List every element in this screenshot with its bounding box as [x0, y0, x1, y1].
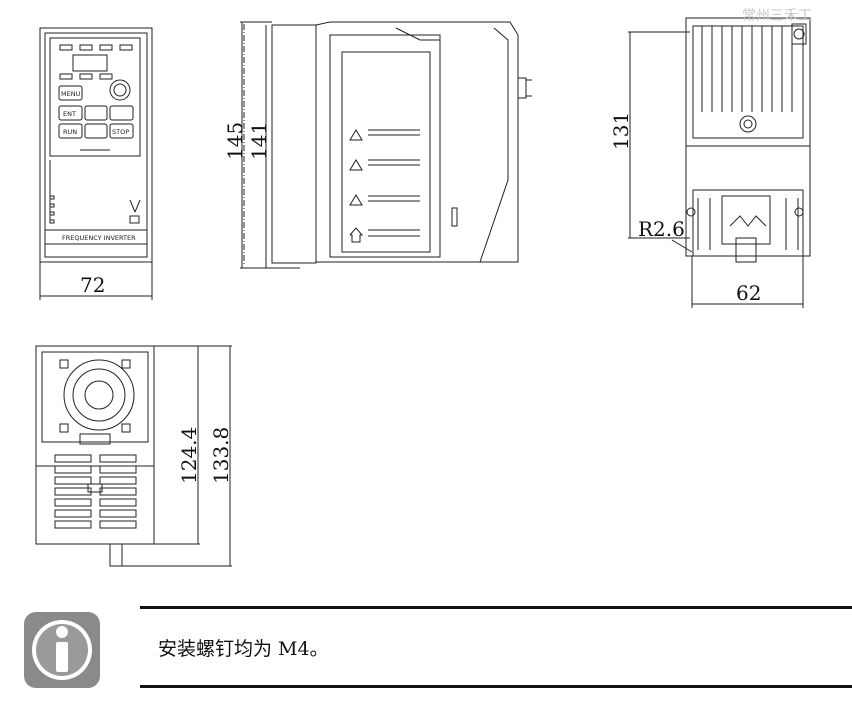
- ent-button-label: ENT: [63, 110, 76, 118]
- front-width-label: 72: [80, 273, 105, 297]
- bottom-view: [35, 345, 232, 567]
- footer-label: FREQUENCY INVERTER: [62, 234, 136, 242]
- note-top-rule: [140, 606, 852, 609]
- rear-width-label: 62: [736, 281, 761, 305]
- bottom-inner-height-label: 124.4: [177, 427, 201, 484]
- run-button-label: RUN: [63, 128, 77, 136]
- note-section: 安装螺钉均为 M4。: [0, 600, 852, 700]
- note-text: 安装螺钉均为 M4。: [158, 638, 329, 660]
- note-bottom-rule: [140, 685, 852, 688]
- info-icon: [24, 612, 100, 688]
- rear-radius-label: R2.6: [638, 217, 685, 241]
- bottom-outer-height-label: 133.8: [209, 427, 233, 484]
- menu-button-label: MENU: [61, 90, 81, 98]
- side-outer-height-label: 145: [223, 122, 247, 160]
- watermark: 常州三禾工: [742, 8, 812, 24]
- stop-button-label: STOP: [112, 128, 129, 136]
- side-view: [240, 21, 532, 269]
- rear-height-label: 131: [609, 112, 633, 150]
- side-inner-height-label: 141: [247, 122, 271, 160]
- dimension-drawing: MENU ENT RUN STOP FREQUENCY INVERTER 72 …: [35, 8, 812, 567]
- rear-view: [628, 17, 811, 308]
- front-view: [39, 27, 153, 300]
